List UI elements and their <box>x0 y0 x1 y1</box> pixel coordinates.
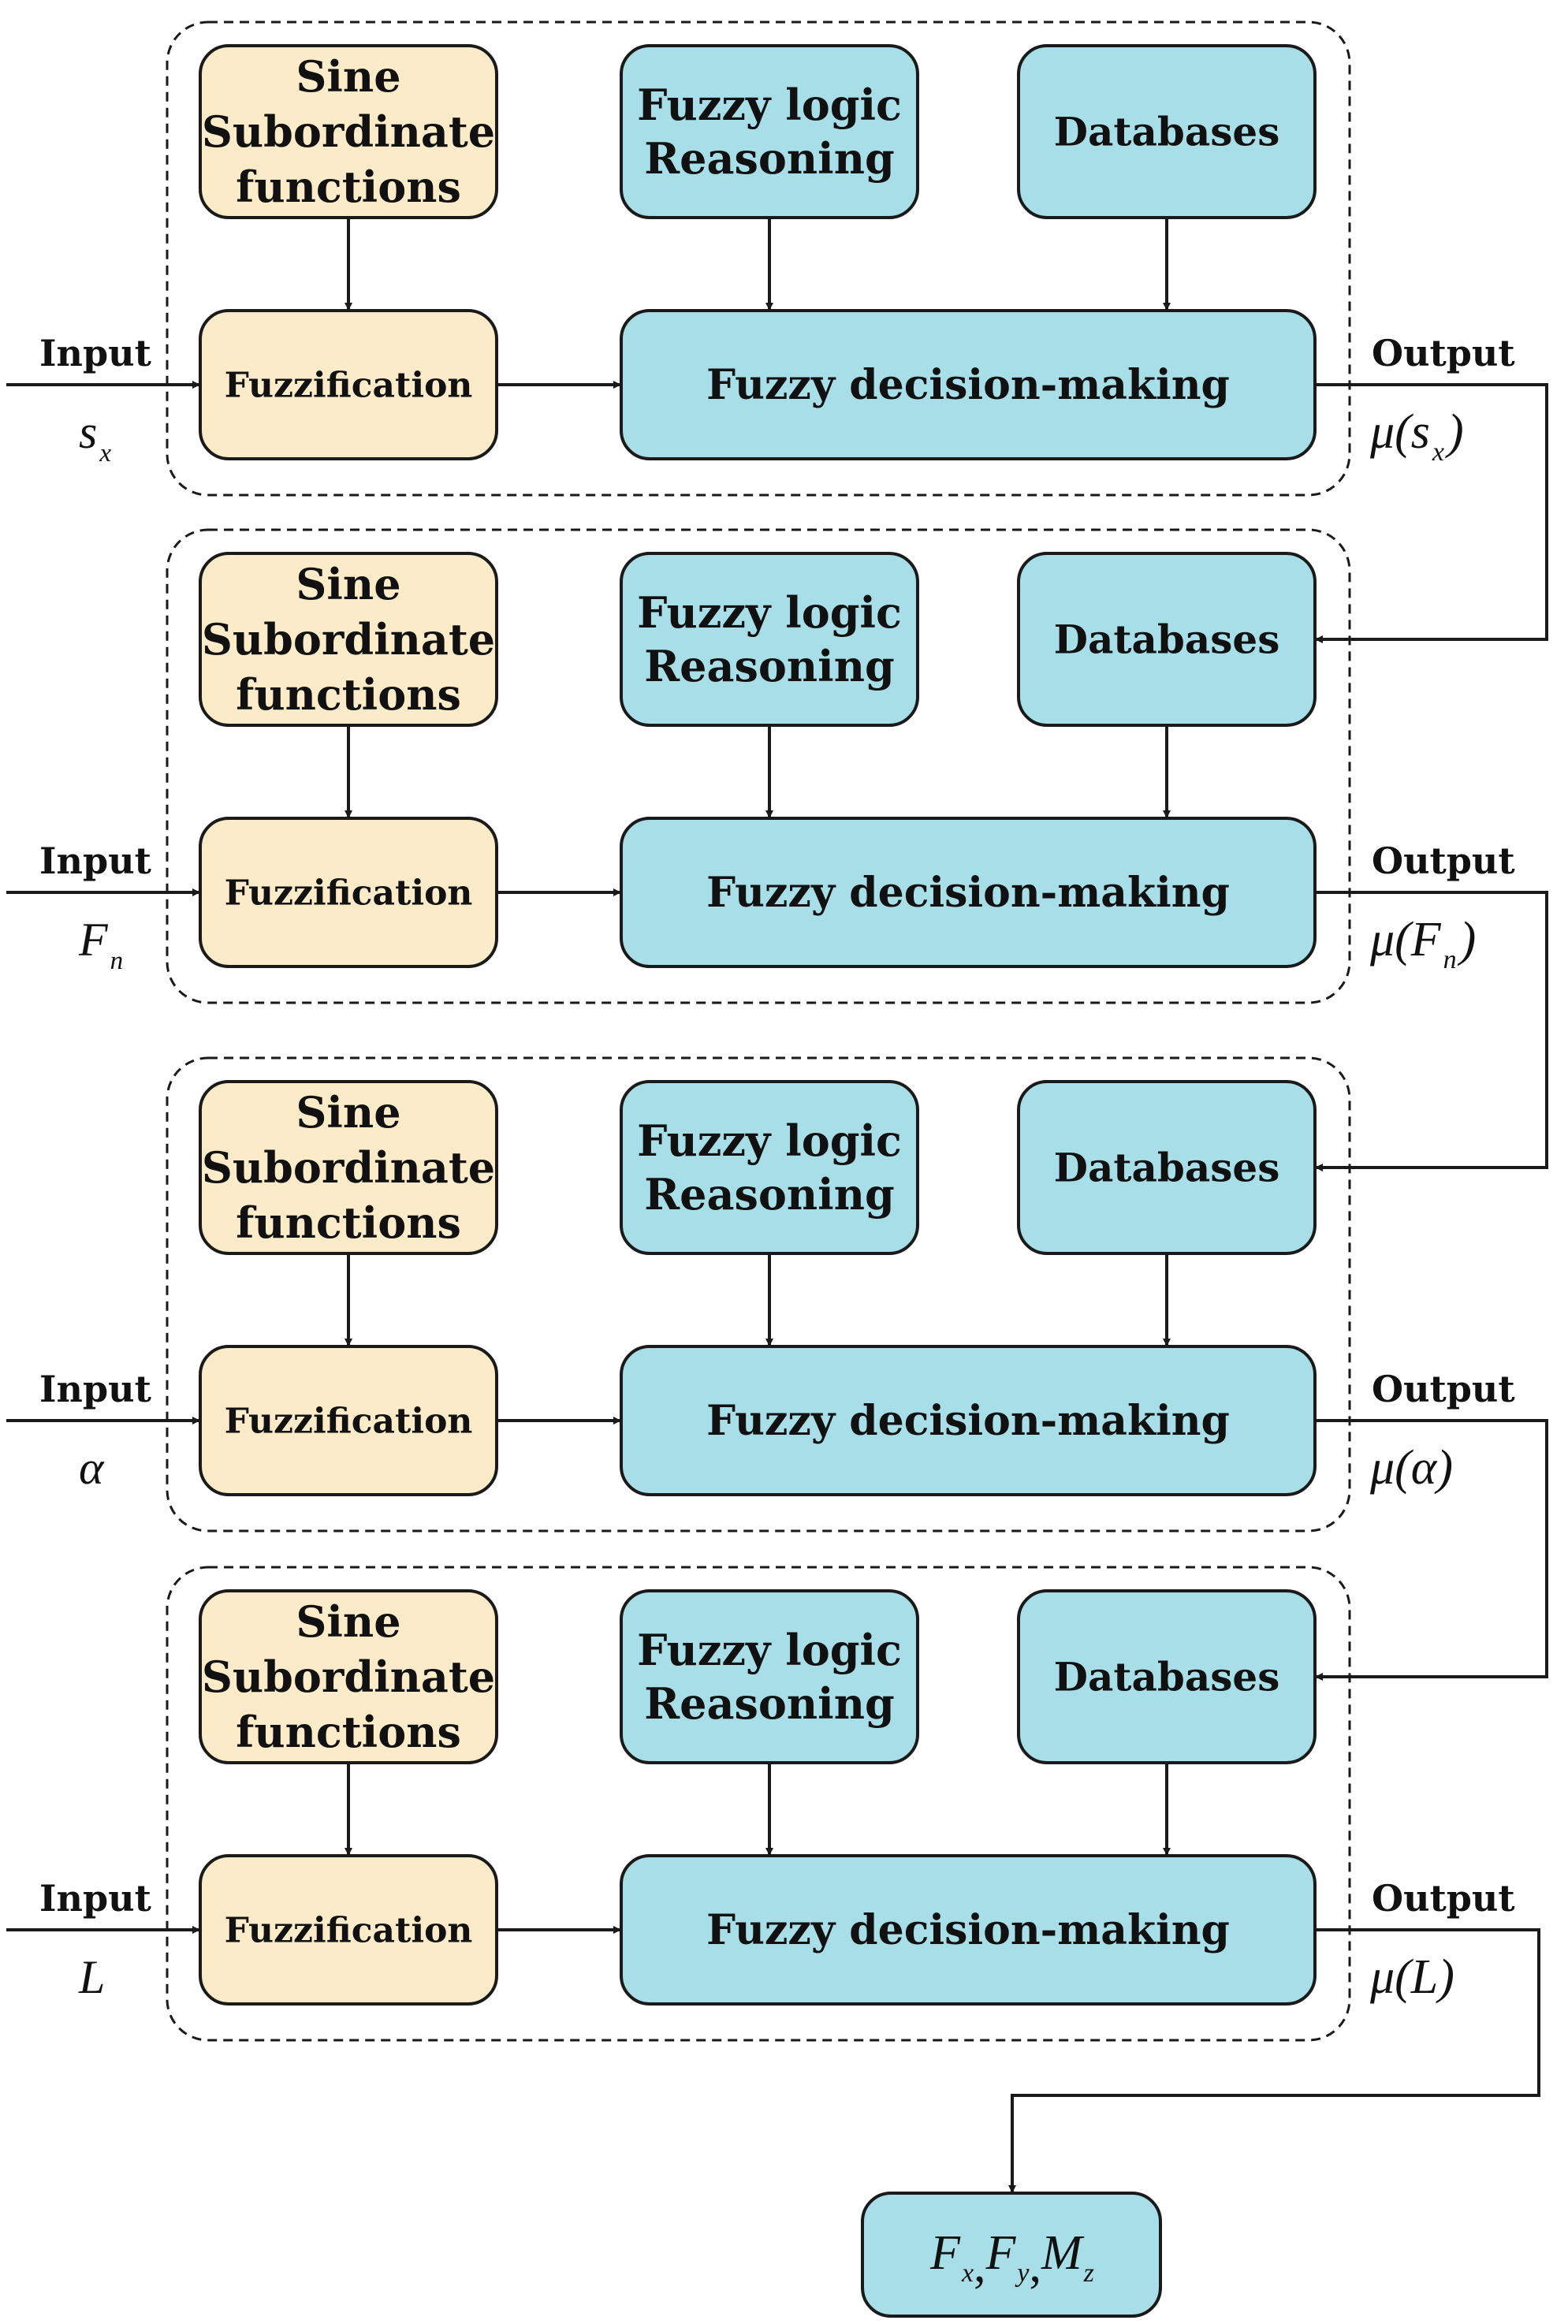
sine-subordinate-label-line: Subordinate <box>202 1142 495 1193</box>
sine-subordinate-label-line: Subordinate <box>202 1652 495 1702</box>
stage-dashed-border <box>166 1056 1351 1533</box>
input-symbol: α <box>79 1442 105 1494</box>
input-symbol: L <box>78 1951 105 2003</box>
connector-to-next-stage <box>1315 1419 1548 1681</box>
decision-label: Fuzzy decision-making <box>706 361 1230 409</box>
connector-to-final-output <box>1008 1928 1540 2193</box>
output-label: Output <box>1372 332 1515 374</box>
fuzzy-logic-box <box>620 44 919 219</box>
sine-subordinate-label-line: Sine <box>296 559 400 609</box>
fuzzy-logic-box <box>620 1589 919 1764</box>
fuzzy-logic-box <box>620 1080 919 1255</box>
fuzzy-logic-label-line: Reasoning <box>644 1678 894 1729</box>
sine-subordinate-label-line: functions <box>236 669 461 720</box>
output-symbol: μ(L) <box>1369 1950 1454 2004</box>
final-output-box-group: Fx,Fy,Mz <box>861 2192 1162 2318</box>
input-label: Input <box>39 1368 152 1410</box>
fuzzy-logic-label-line: Fuzzy logic <box>637 587 902 638</box>
sine-subordinate-label-line: Sine <box>296 1087 400 1138</box>
fuzzification-label: Fuzzification <box>225 1401 473 1441</box>
fuzzy-logic-label-line: Reasoning <box>644 641 894 691</box>
databases-label: Databases <box>1054 616 1280 663</box>
sine-subordinate-label-line: functions <box>236 1197 461 1248</box>
decision-label: Fuzzy decision-making <box>706 869 1230 917</box>
input-symbol: Fn <box>78 914 123 975</box>
stage-dashed-border <box>166 528 1351 1004</box>
output-label: Output <box>1372 840 1515 882</box>
databases-label: Databases <box>1054 1145 1280 1191</box>
connector-to-next-stage <box>1315 891 1548 1171</box>
fuzzy-logic-label-line: Reasoning <box>644 133 894 184</box>
input-label: Input <box>39 332 152 374</box>
output-label: Output <box>1372 1877 1515 1920</box>
final-output-box <box>861 2192 1162 2318</box>
fuzzification-label: Fuzzification <box>225 873 473 913</box>
fuzzy-logic-label-line: Fuzzy logic <box>637 1625 902 1675</box>
fuzzy-logic-label-line: Fuzzy logic <box>637 80 902 130</box>
fuzzy-logic-label-line: Reasoning <box>644 1169 894 1220</box>
fuzzification-label: Fuzzification <box>225 365 473 405</box>
input-label: Input <box>39 840 152 882</box>
output-symbol: μ(sx) <box>1369 405 1464 467</box>
databases-label: Databases <box>1054 109 1280 155</box>
decision-label: Fuzzy decision-making <box>706 1397 1230 1445</box>
fuzzy-logic-label-line: Fuzzy logic <box>637 1115 902 1166</box>
output-label: Output <box>1372 1368 1515 1410</box>
sine-subordinate-label-line: Subordinate <box>202 614 495 665</box>
output-symbol: μ(Fn) <box>1369 913 1476 974</box>
decision-label: Fuzzy decision-making <box>706 1906 1230 1954</box>
sine-subordinate-label-line: Sine <box>296 1596 400 1647</box>
input-label: Input <box>39 1877 152 1920</box>
final-output-layer: Fx,Fy,Mz <box>861 2192 1162 2318</box>
stage-dashed-border <box>166 20 1351 497</box>
sine-subordinate-label-line: functions <box>236 1707 461 1757</box>
final-output-label: Fx,Fy,Mz <box>929 2226 1094 2292</box>
sine-subordinate-label-line: Subordinate <box>202 106 495 157</box>
fuzzification-label: Fuzzification <box>225 1910 473 1950</box>
databases-label: Databases <box>1054 1654 1280 1700</box>
sine-subordinate-label-line: functions <box>236 162 461 212</box>
sine-subordinate-label-line: Sine <box>296 51 400 102</box>
input-symbol: sx <box>79 406 111 467</box>
fuzzy-logic-box <box>620 552 919 727</box>
stage-dashed-border <box>166 1566 1351 2042</box>
output-symbol: μ(α) <box>1369 1441 1453 1495</box>
connector-to-next-stage <box>1315 383 1548 643</box>
